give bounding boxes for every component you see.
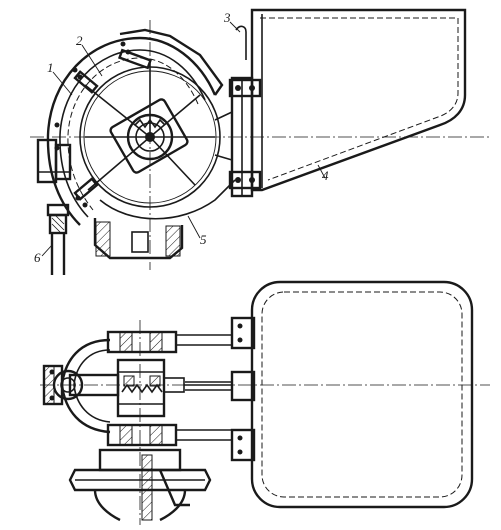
callout-2: 2 bbox=[76, 33, 83, 48]
hopper-mounting-plates bbox=[230, 316, 256, 462]
outlet-pipe bbox=[46, 203, 70, 275]
lower-bearing bbox=[106, 423, 178, 447]
callout-5: 5 bbox=[200, 232, 207, 247]
callout-group: 1 2 3 4 5 6 bbox=[34, 10, 329, 265]
central-gear bbox=[116, 358, 166, 418]
left-end-fitting bbox=[42, 364, 84, 406]
plan-view bbox=[40, 280, 490, 525]
upper-bearing bbox=[106, 330, 178, 354]
casing-top-flange bbox=[119, 28, 224, 96]
rotor-hub bbox=[109, 98, 189, 174]
bottom-pulley bbox=[68, 448, 212, 522]
side-section-view bbox=[30, 8, 490, 275]
mounting-bracket bbox=[214, 76, 262, 198]
hopper-side bbox=[250, 8, 467, 192]
drum-base bbox=[93, 218, 184, 260]
callout-4: 4 bbox=[322, 168, 329, 183]
casing-outer-arc bbox=[46, 36, 217, 226]
drum-lower-arc bbox=[99, 179, 236, 220]
left-clamp-block bbox=[36, 138, 72, 184]
casing-hidden-arc bbox=[67, 57, 199, 211]
callout-1: 1 bbox=[47, 60, 54, 75]
hopper-plan bbox=[250, 280, 474, 509]
scraper-hook bbox=[235, 25, 247, 60]
callout-6: 6 bbox=[34, 250, 41, 265]
tie-rods bbox=[175, 334, 232, 441]
horizontal-shaft bbox=[68, 373, 232, 397]
callout-3: 3 bbox=[223, 10, 231, 25]
